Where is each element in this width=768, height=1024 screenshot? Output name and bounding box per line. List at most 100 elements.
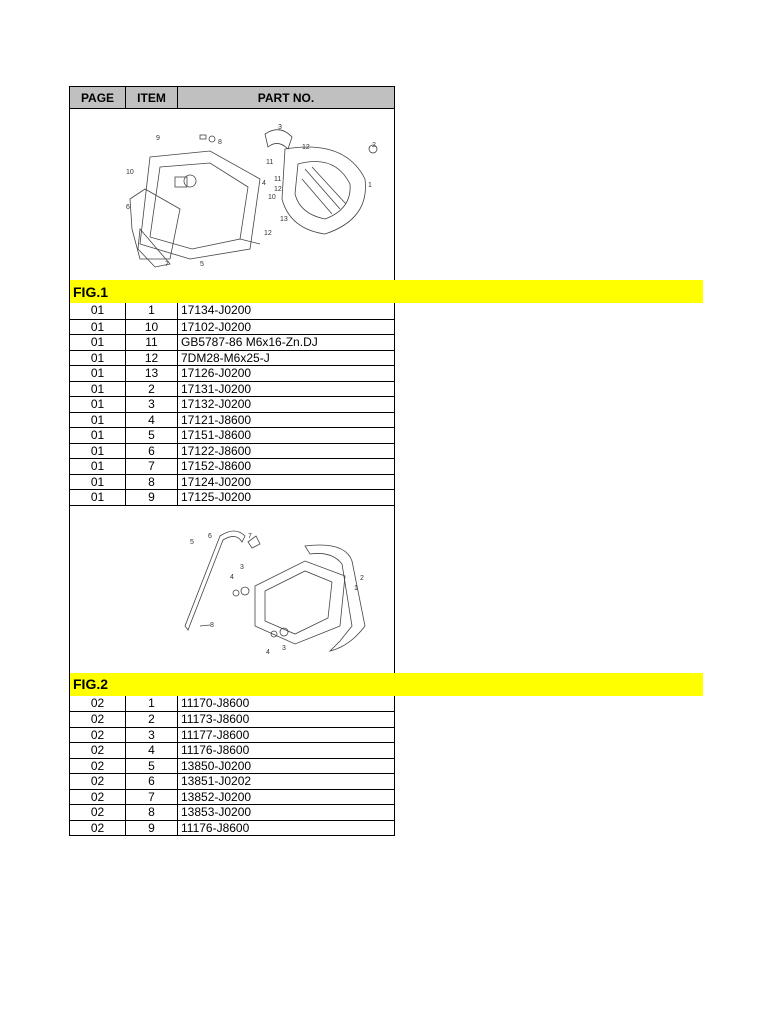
row-part-no: 17152-J8600 [181,459,252,473]
callout: 7 [165,261,169,268]
callout: 12 [274,186,282,193]
callout: 10 [126,169,134,176]
row-item: 3 [126,727,178,742]
row-part-no: 17124-J0200 [181,474,252,489]
row-page: 01 [70,459,126,474]
row-page: 02 [70,805,126,820]
row-item: 6 [126,443,178,458]
callout: 8 [210,622,214,629]
row-item: 3 [126,397,178,412]
row-part-no: 17132-J0200 [181,397,252,411]
callout: 8 [218,139,222,146]
row-item: 5 [126,758,178,773]
header-item: ITEM [126,87,178,108]
row-page: 02 [70,789,126,804]
row-item: 1 [126,695,178,711]
parts-sheet: PAGE ITEM PART NO. [69,86,703,836]
row-part-no: 13851-J0202 [181,774,252,788]
callout: 11 [274,176,281,183]
callout: 12 [264,230,272,237]
row-item: 5 [126,428,178,443]
row-item: 4 [126,412,178,427]
row-item: 8 [126,805,178,820]
fig1-callout-labels: 9 8 3 2 12 1 11 10 4 6 11 12 10 13 12 7 … [126,124,376,268]
row-page: 01 [70,428,126,443]
fig1-exploded-view: 9 8 3 2 12 1 11 10 4 6 11 12 10 13 12 7 … [126,124,378,268]
row-page: 01 [70,319,126,334]
row-part-no: 11177-J8600 [181,727,250,742]
row-part-no: 17102-J0200 [181,319,252,334]
callout: 10 [268,194,276,201]
header-part-no: PART NO. [257,90,315,105]
row-item: 4 [126,743,178,758]
fig1-label: FIG.1 [69,280,703,303]
row-part-no: 17151-J8600 [181,428,252,442]
row-page: 01 [70,443,126,458]
row-item: 2 [126,381,178,396]
row-item: 10 [126,319,178,334]
row-item: 1 [126,303,178,319]
callout: 1 [368,182,372,189]
row-page: 02 [70,774,126,789]
row-item: 9 [126,820,178,835]
row-page: 02 [70,820,126,835]
callout: 3 [240,564,244,571]
row-part-no: 17121-J8600 [181,412,252,427]
row-item: 9 [126,490,178,505]
row-page: 01 [70,397,126,412]
callout: 9 [156,135,160,142]
row-page: 02 [70,758,126,773]
callout: 4 [262,180,266,187]
row-item: 13 [126,366,178,381]
callout: 6 [208,533,212,540]
callout: 4 [266,649,270,656]
row-part-no: 13853-J0200 [181,805,252,819]
callout: 1 [354,585,358,592]
callout: 11 [266,159,273,166]
fig2-callout-labels: 6 7 5 2 3 4 1 8 3 4 [190,533,364,656]
row-page: 02 [70,743,126,758]
row-part-no: 11170-J8600 [181,695,250,710]
fig2-drawing: 6 7 5 2 3 4 1 8 3 4 [69,505,395,673]
row-page: 01 [70,335,126,350]
callout: 6 [126,204,130,211]
callout: 3 [278,124,282,131]
row-part-no: GB5787-86 M6x16-Zn.DJ [181,335,318,349]
row-page: 02 [70,695,126,711]
callout: 4 [230,574,234,581]
callout: 12 [302,144,310,151]
callout: 5 [190,539,194,546]
row-item: 7 [126,789,178,804]
callout: 2 [372,142,376,149]
row-page: 01 [70,366,126,381]
row-item: 8 [126,474,178,489]
row-part-no: 11176-J8600 [181,820,250,835]
fig2-label: FIG.2 [69,672,703,696]
callout: 13 [280,216,288,223]
row-part-no: 17125-J0200 [181,490,252,504]
row-item: 11 [126,335,178,350]
row-part-no: 17131-J0200 [181,381,252,396]
table-header: PAGE ITEM PART NO. [69,86,395,109]
callout: 2 [360,575,364,582]
row-item: 6 [126,774,178,789]
row-page: 01 [70,490,126,505]
row-item: 7 [126,459,178,474]
row-item: 12 [126,350,178,365]
row-page: 01 [70,303,126,319]
